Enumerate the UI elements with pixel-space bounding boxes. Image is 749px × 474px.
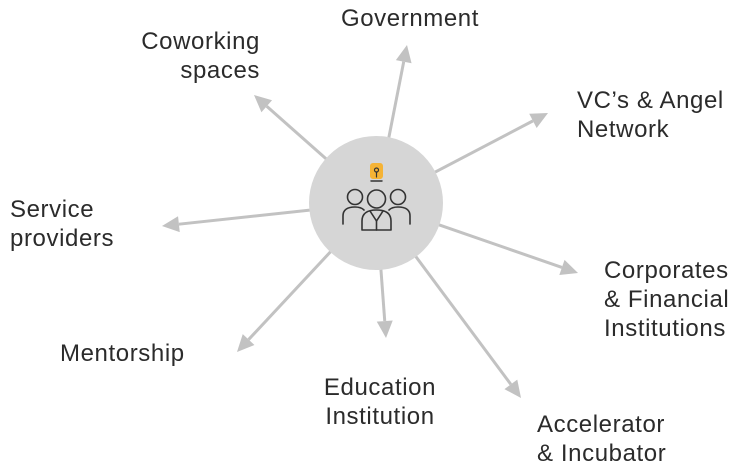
arrow-government-head xyxy=(395,45,412,64)
people-group-lightbulb-icon xyxy=(342,163,411,231)
arrow-coworking-head xyxy=(254,95,273,113)
arrow-service-head xyxy=(162,216,180,233)
label-government: Government xyxy=(335,4,485,33)
label-vc-angel-network: VC’s & Angel Network xyxy=(577,86,747,144)
label-government-line: Government xyxy=(340,5,480,32)
label-corporates-financial: Corporates & Financial Institutions xyxy=(604,256,749,343)
label-service-providers: Service providers xyxy=(10,195,160,253)
arrow-accelerator-head xyxy=(504,379,521,398)
label-mentorship: Mentorship xyxy=(60,339,210,368)
label-service-line-1: Service xyxy=(10,196,95,223)
label-accelerator-incubator: Accelerator & Incubator xyxy=(537,410,717,468)
label-vc-line-2: Network xyxy=(577,116,670,143)
lightbulb-icon xyxy=(370,163,383,182)
label-coworking-line-1: Coworking xyxy=(141,28,260,55)
arrow-vc-angel-head xyxy=(529,113,548,128)
arrow-education-head xyxy=(376,320,393,338)
label-education-line-2: Institution xyxy=(325,403,435,430)
arrow-mentorship-head xyxy=(237,334,255,352)
label-vc-line-1: VC’s & Angel xyxy=(577,87,724,114)
label-education-institution: Education Institution xyxy=(300,373,460,431)
label-accelerator-line-2: & Incubator xyxy=(537,440,667,467)
label-coworking-spaces: Coworking spaces xyxy=(100,27,260,85)
label-corporates-line-1: Corporates xyxy=(604,257,729,284)
label-corporates-line-3: Institutions xyxy=(604,315,726,342)
label-coworking-line-2: spaces xyxy=(180,57,260,84)
label-accelerator-line-1: Accelerator xyxy=(537,411,665,438)
label-corporates-line-2: & Financial xyxy=(604,286,730,313)
label-education-line-1: Education xyxy=(323,374,437,401)
label-service-line-2: providers xyxy=(10,225,115,252)
label-mentorship-line: Mentorship xyxy=(60,340,185,367)
arrow-corporates-head xyxy=(559,259,578,275)
